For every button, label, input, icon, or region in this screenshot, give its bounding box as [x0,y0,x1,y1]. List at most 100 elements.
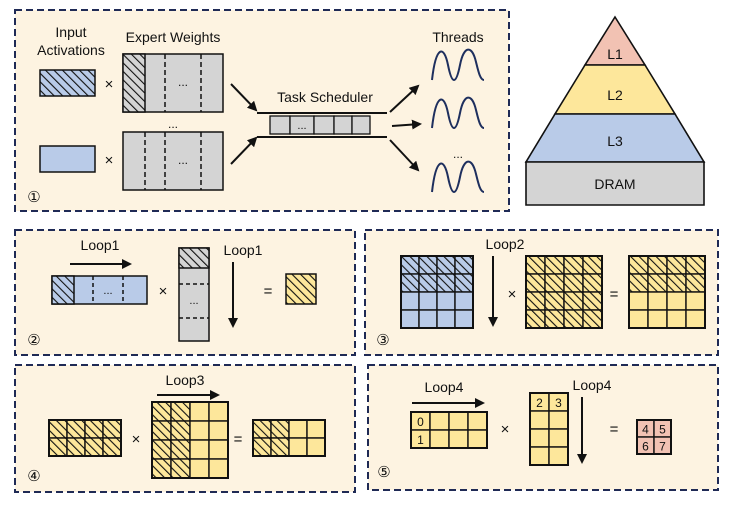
grid-cell [525,309,546,329]
grid-cell-label: 1 [417,433,424,447]
step-number-4: ④ [27,468,40,485]
times-sign: × [501,421,510,438]
grid-cell [306,437,326,457]
grid-cell-label: 6 [642,439,649,453]
memory-hierarchy-pyramid: L1 L2 L3 DRAM [524,15,706,206]
grid-cell [582,255,603,275]
grid-cell [189,420,210,441]
grid-cell [66,437,86,457]
grid-cell [647,309,668,329]
panel-1-frame [14,9,510,212]
grid-cell [454,291,474,311]
step-number-3: ③ [376,332,389,349]
grid-cell [66,419,86,439]
grid-outline [48,419,122,457]
grid-cell [685,255,706,275]
grid-cell [418,255,438,275]
arrow-to-thread [389,84,420,113]
input-activation-plain [39,145,96,173]
activation-grid [48,419,122,457]
grid-cell [400,273,420,293]
grid-cell [84,437,104,457]
grid-cell [84,419,104,439]
step-number-1: ① [27,189,40,206]
grid-cell [170,439,191,460]
grid-cell [208,401,229,422]
grid-cell [418,291,438,311]
step-number-2: ② [27,332,40,349]
weight-grid [525,255,603,329]
grid-cell [306,419,326,439]
grid-cell [628,309,649,329]
grid-cell [544,309,565,329]
grid-cell [151,439,172,460]
thread-wave [431,96,485,129]
grid-cell [548,428,569,448]
grid-cell [548,410,569,430]
grid-cell [170,401,191,422]
grid-cell [467,429,488,449]
grid-outline [410,411,488,449]
grid-cell [151,458,172,479]
threads-label: Threads [432,29,483,45]
task-queue: ... [257,112,387,138]
grid-outline [400,255,474,329]
panel-2: Loop1 ... × ... Loop1 = ② [14,229,356,356]
grid-cell [418,309,438,329]
grid-cell [582,309,603,329]
grid-cell [170,458,191,479]
expert-weights-label: Expert Weights [126,29,221,45]
output-tile [285,273,317,305]
grid-cell [418,273,438,293]
grid-outline [525,255,603,329]
grid-cell [400,309,420,329]
grid-cell [288,419,308,439]
loop1-vertical-label: Loop1 [224,242,263,258]
pyramid-label-l2: L2 [607,87,623,103]
loop4-horizontal-label: Loop4 [425,379,464,395]
loop1-horizontal-label: Loop1 [81,237,120,253]
grid-cell [529,446,550,466]
grid-cell [666,255,687,275]
pyramid-level-dram [525,161,705,206]
grid-cell [208,420,229,441]
svg-text:...: ... [178,153,188,167]
grid-cell [436,309,456,329]
grid-cell [529,410,550,430]
times-sign: × [105,152,114,169]
svg-text:...: ... [178,75,188,89]
grid-cell [529,428,550,448]
grid-cell [544,291,565,311]
pyramid-label-dram: DRAM [594,176,635,192]
output-grid [252,419,326,457]
activation-grid [400,255,474,329]
times-sign: × [132,431,141,448]
grid-cell [666,291,687,311]
equals-sign: = [610,286,619,303]
grid-cell [647,291,668,311]
svg-text:...: ... [297,120,306,132]
grid-cell-label: 5 [659,422,666,436]
thread-wave [431,160,485,193]
grid-cell [628,255,649,275]
grid-cell-label: 7 [659,439,666,453]
grid-cell [48,437,68,457]
equals-sign: = [234,431,243,448]
grid-cell [189,401,210,422]
grid-cell [448,411,469,431]
grid-outline [151,401,229,479]
grid-cell-label: 3 [555,396,562,410]
loop4-vertical-label: Loop4 [573,377,612,393]
grid-cell [151,420,172,441]
loop3-label: Loop3 [166,372,205,388]
grid-cell-label: 4 [642,422,649,436]
weight-grid [151,401,229,479]
grid-cell [400,255,420,275]
grid-cell [467,411,488,431]
grid-cell [102,419,122,439]
grid-cell [170,420,191,441]
grid-cell [288,437,308,457]
grid-cell [429,411,450,431]
